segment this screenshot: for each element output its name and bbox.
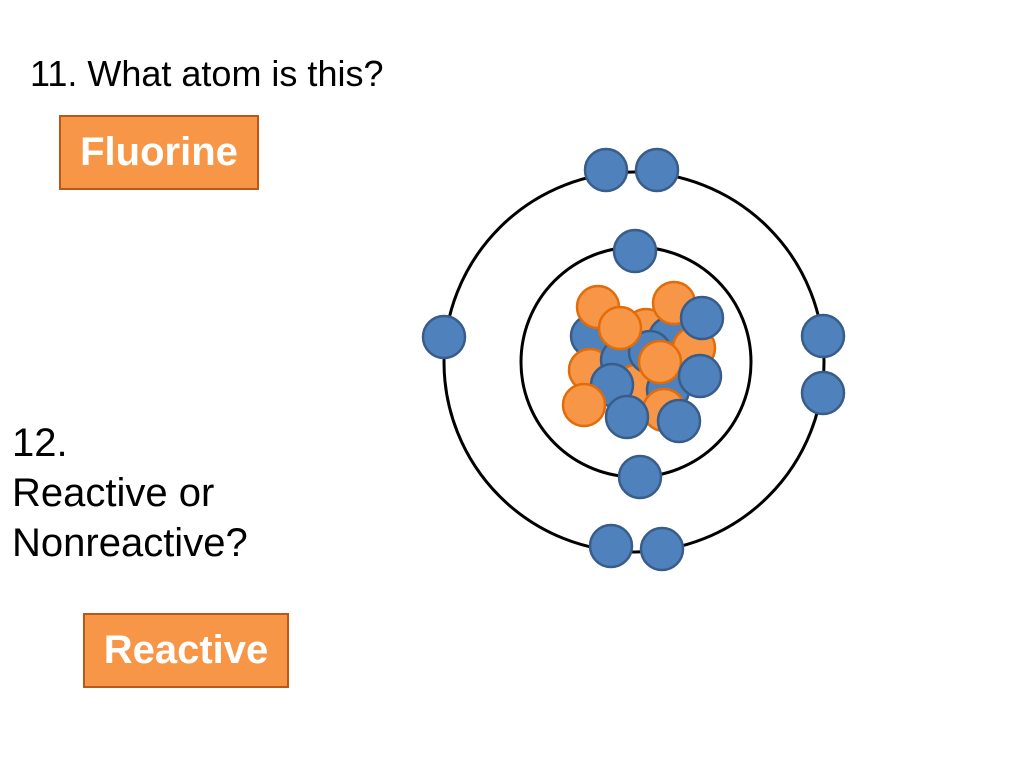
question-12-text: 12. Reactive or Nonreactive? bbox=[12, 418, 248, 568]
outer-shell-electron bbox=[634, 147, 680, 193]
outer-shell-electron bbox=[583, 147, 629, 193]
neutron bbox=[656, 398, 702, 444]
outer-shell-electron bbox=[639, 526, 685, 572]
proton bbox=[637, 339, 683, 385]
inner-shell-electron bbox=[612, 228, 658, 274]
inner-shell-electron bbox=[617, 454, 663, 500]
proton bbox=[597, 305, 643, 351]
electrons bbox=[421, 147, 846, 572]
outer-shell-electron bbox=[800, 313, 846, 359]
question-12-number: 12. bbox=[12, 421, 68, 465]
proton bbox=[561, 382, 607, 428]
neutron bbox=[679, 295, 725, 341]
question-12-line2: Nonreactive? bbox=[12, 521, 248, 565]
answer-fluorine-box: Fluorine bbox=[59, 115, 259, 190]
outer-shell-electron bbox=[588, 523, 634, 569]
nucleus bbox=[561, 280, 725, 444]
neutron bbox=[677, 353, 723, 399]
question-11-text: 11. What atom is this? bbox=[30, 53, 384, 94]
answer-reactive-box: Reactive bbox=[83, 613, 289, 688]
outer-shell-electron bbox=[800, 370, 846, 416]
neutron bbox=[604, 394, 650, 440]
outer-shell-electron bbox=[421, 314, 467, 360]
outer-electron-shell bbox=[442, 170, 826, 554]
question-12-line1: Reactive or bbox=[12, 471, 215, 515]
